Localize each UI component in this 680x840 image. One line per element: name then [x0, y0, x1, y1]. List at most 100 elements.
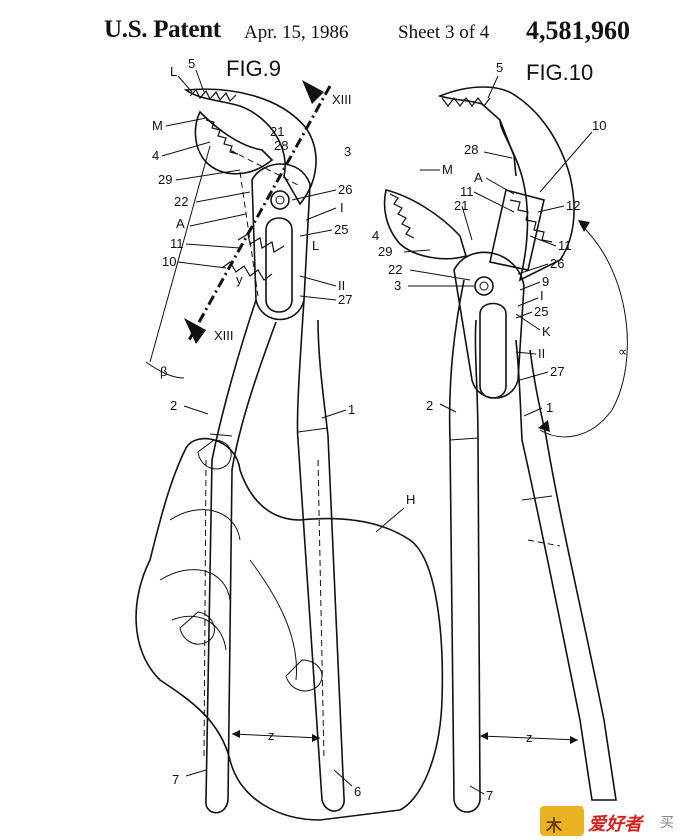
leader-27: [299, 295, 337, 301]
leader-10-11b: [529, 235, 557, 247]
fig9-label-M: M: [152, 118, 163, 133]
fig9-label-4: 4: [152, 148, 159, 163]
fig10-rack-teeth: [509, 199, 553, 243]
leader-10-7: [469, 785, 485, 795]
fig9-hidden-handle-left: [203, 459, 207, 761]
fig10-label-9: 9: [542, 274, 549, 289]
sheet-number: Sheet 3 of 4: [398, 22, 490, 43]
fig9-label-26: 26: [338, 182, 352, 197]
leader-II: [299, 275, 337, 287]
fig9-lower-jaw: [194, 110, 274, 175]
fig10-label-11b: 11: [558, 238, 572, 253]
fig10-label-3: 3: [394, 278, 401, 293]
fig10-dim-arrow-right: [570, 736, 578, 744]
fig9-label-6: 6: [354, 784, 361, 799]
leader-25: [299, 229, 333, 237]
fig9-hand-outline: [135, 437, 444, 821]
fig9-section-label-top: XIII: [332, 92, 352, 107]
fig9-label-27: 27: [338, 292, 352, 307]
fig10-label-29: 29: [378, 244, 392, 259]
leader-L-top: [177, 75, 193, 93]
fig9-label-29: 29: [158, 172, 172, 187]
fig10-label-A: A: [474, 170, 483, 185]
leader-10-29: [403, 249, 431, 253]
fig10-label-12: 12: [566, 198, 580, 213]
fig10-handle-right: [515, 339, 617, 801]
fig9-label-beta: β: [160, 364, 167, 379]
fig9-beta-arc: [145, 361, 185, 379]
fig10-lower-teeth: [389, 193, 415, 239]
leader-I: [305, 207, 337, 221]
fig9-label-22: 22: [174, 194, 188, 209]
leader-11: [185, 243, 241, 249]
leader-10-5: [487, 75, 499, 99]
fig10-jaw-shank: [499, 119, 517, 177]
fig9-upper-jaw: [183, 88, 317, 206]
fig10-label-alpha: ∝: [618, 344, 627, 359]
fig10-pivot-bolt: [474, 276, 494, 296]
leader-M: [165, 117, 207, 127]
leader-10-27: [519, 371, 549, 381]
fig10-handle-left: [448, 279, 481, 813]
fig9-label-A: A: [176, 216, 185, 231]
fig10-label-25: 25: [534, 304, 548, 319]
leader-10-25: [515, 311, 533, 319]
patent-title: U.S. Patent: [104, 16, 221, 43]
fig9-label-28: 28: [274, 138, 288, 153]
fig9-fingernail-2: [285, 659, 323, 692]
fig9-label-H: H: [406, 492, 415, 507]
leader-6: [333, 769, 353, 787]
fig9-dim-arrow-left: [232, 730, 240, 738]
fig9-section-arrow-top: [302, 80, 324, 104]
fig10-alpha-arrow-top: [578, 220, 590, 232]
fig9-label-L-mid: L: [312, 238, 319, 253]
leader-1: [321, 409, 347, 419]
fig10-label-1: 1: [546, 400, 553, 415]
fig10-pivot-centre: [479, 281, 489, 291]
leader-10-A: [485, 177, 515, 195]
fig9-guide-slot: [265, 217, 293, 313]
fig9-handle-left: [205, 299, 277, 814]
leader-26: [291, 189, 337, 201]
leader-4: [161, 141, 211, 157]
fig9-label-II: II: [338, 278, 345, 293]
fig10-rack-housing: [489, 189, 545, 271]
fig9-label-5: 5: [188, 56, 195, 71]
fig9-finger-crease-2: [159, 569, 231, 601]
fig9-pivot-centre: [275, 195, 285, 205]
fig9-title: FIG.9: [226, 56, 281, 81]
fig9-grip-edge-left: [209, 433, 233, 437]
fig9-label-L-top: L: [170, 64, 177, 79]
fig9-upper-teeth: [189, 88, 237, 103]
fig10-joint-body: [453, 251, 525, 399]
fig9-drawing: FIG.9 XIII XIII: [135, 56, 444, 821]
patent-number: 4,581,960: [526, 16, 630, 45]
watermark-tail: 买: [660, 815, 674, 831]
fig10-label-K: K: [542, 324, 551, 339]
fig9-label-1: 1: [348, 402, 355, 417]
fig10-label-28: 28: [464, 142, 478, 157]
fig9-label-y: y: [236, 272, 243, 287]
fig9-palm-line: [249, 559, 298, 681]
fig10-label-26: 26: [550, 256, 564, 271]
leader-A: [189, 213, 247, 227]
leader-10-10: [539, 131, 593, 193]
leader-10-28: [483, 151, 513, 159]
fig10-drawing: FIG.10: [372, 60, 628, 813]
fig10-label-z: z: [526, 730, 533, 745]
leader-10-11a: [473, 191, 515, 213]
fig10-upper-teeth: [441, 97, 491, 107]
fig10-label-M: M: [442, 162, 453, 177]
fig10-label-11a: 11: [460, 184, 474, 199]
fig9-pivot-bolt: [270, 190, 290, 210]
fig9-dim-arrow-right: [312, 734, 320, 742]
fig9-label-z: z: [268, 728, 275, 743]
fig9-dimension-z: [231, 733, 321, 739]
patent-date: Apr. 15, 1986: [244, 22, 349, 43]
fig10-grip-edge-left: [449, 437, 479, 441]
leader-10-2: [439, 403, 457, 413]
fig10-label-7: 7: [486, 788, 493, 803]
fig9-rack-teeth: [237, 233, 285, 253]
fig10-label-II: II: [538, 346, 545, 361]
